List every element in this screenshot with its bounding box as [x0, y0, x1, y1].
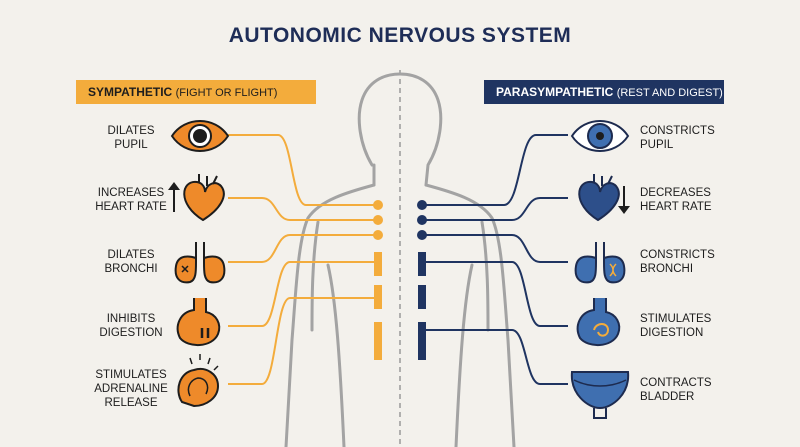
parasympathetic-line-bronchi — [422, 234, 568, 263]
stomach-icon — [576, 298, 621, 346]
eye-icon — [170, 120, 230, 152]
sympathetic-ganglion-1 — [373, 200, 383, 210]
parasympathetic-line-heart — [422, 197, 568, 221]
sympathetic-line-pupil — [228, 134, 378, 206]
adrenal-gland-icon — [177, 354, 220, 408]
parasympathetic-chain-2 — [418, 285, 426, 309]
sympathetic-ganglion-2 — [373, 215, 383, 225]
parasympathetic-chain-3 — [418, 322, 426, 360]
arrow-up-icon — [168, 182, 180, 212]
heart-icon — [578, 174, 620, 222]
heart-icon — [183, 174, 225, 222]
parasympathetic-effect-bladder: CONTRACTS BLADDER — [640, 377, 712, 403]
parasympathetic-effect-bronchi: CONSTRICTS BRONCHI — [640, 249, 715, 275]
parasympathetic-banner: PARASYMPATHETIC (REST AND DIGEST) — [484, 80, 724, 104]
sympathetic-chain-2 — [374, 285, 382, 309]
parasympathetic-ganglion-1 — [417, 200, 427, 210]
parasympathetic-effect-heart: DECREASES HEART RATE — [640, 187, 712, 213]
parasympathetic-effect-pupil: CONSTRICTS PUPIL — [640, 125, 715, 151]
sympathetic-line-adrenaline — [228, 297, 378, 385]
parasympathetic-line-digestion — [422, 261, 568, 327]
eye-icon — [570, 120, 630, 152]
parasympathetic-effect-digestion: STIMULATES DIGESTION — [640, 313, 712, 339]
sympathetic-ganglia — [373, 200, 383, 360]
sympathetic-connectors — [228, 134, 378, 385]
parasympathetic-subtitle: (REST AND DIGEST) — [616, 87, 723, 99]
parasympathetic-chain-1 — [418, 252, 426, 276]
parasympathetic-line-bladder — [422, 329, 568, 385]
parasympathetic-ganglion-2 — [417, 215, 427, 225]
parasympathetic-connectors — [422, 134, 568, 385]
sympathetic-line-heart — [228, 197, 378, 221]
parasympathetic-name: PARASYMPATHETIC — [496, 85, 614, 99]
sympathetic-effect-pupil: DILATES PUPIL — [107, 125, 155, 151]
sympathetic-line-bronchi — [228, 234, 378, 263]
arrow-down-icon — [618, 186, 630, 214]
parasympathetic-ganglion-3 — [417, 230, 427, 240]
bladder-icon — [570, 371, 630, 419]
parasympathetic-line-pupil — [422, 134, 568, 206]
sympathetic-chain-3 — [374, 322, 382, 360]
sympathetic-effect-adrenaline: STIMULATES ADRENALINE RELEASE — [94, 369, 168, 409]
sympathetic-chain-1 — [374, 252, 382, 276]
parasympathetic-ganglia — [417, 200, 427, 360]
stomach-icon — [176, 298, 221, 346]
sympathetic-line-digestion — [228, 261, 378, 327]
sympathetic-name: SYMPATHETIC — [88, 85, 173, 99]
sympathetic-banner: SYMPATHETIC (FIGHT OR FLIGHT) — [76, 80, 316, 104]
sympathetic-effect-bronchi: DILATES BRONCHI — [104, 249, 158, 275]
sympathetic-ganglion-3 — [373, 230, 383, 240]
diagram-title: AUTONOMIC NERVOUS SYSTEM — [228, 24, 572, 47]
sympathetic-effect-digestion: INHIBITS DIGESTION — [99, 313, 163, 339]
lungs-icon — [174, 242, 226, 284]
lungs-icon — [574, 242, 626, 284]
sympathetic-effect-heart: INCREASES HEART RATE — [95, 187, 167, 213]
sympathetic-subtitle: (FIGHT OR FLIGHT) — [175, 87, 278, 99]
